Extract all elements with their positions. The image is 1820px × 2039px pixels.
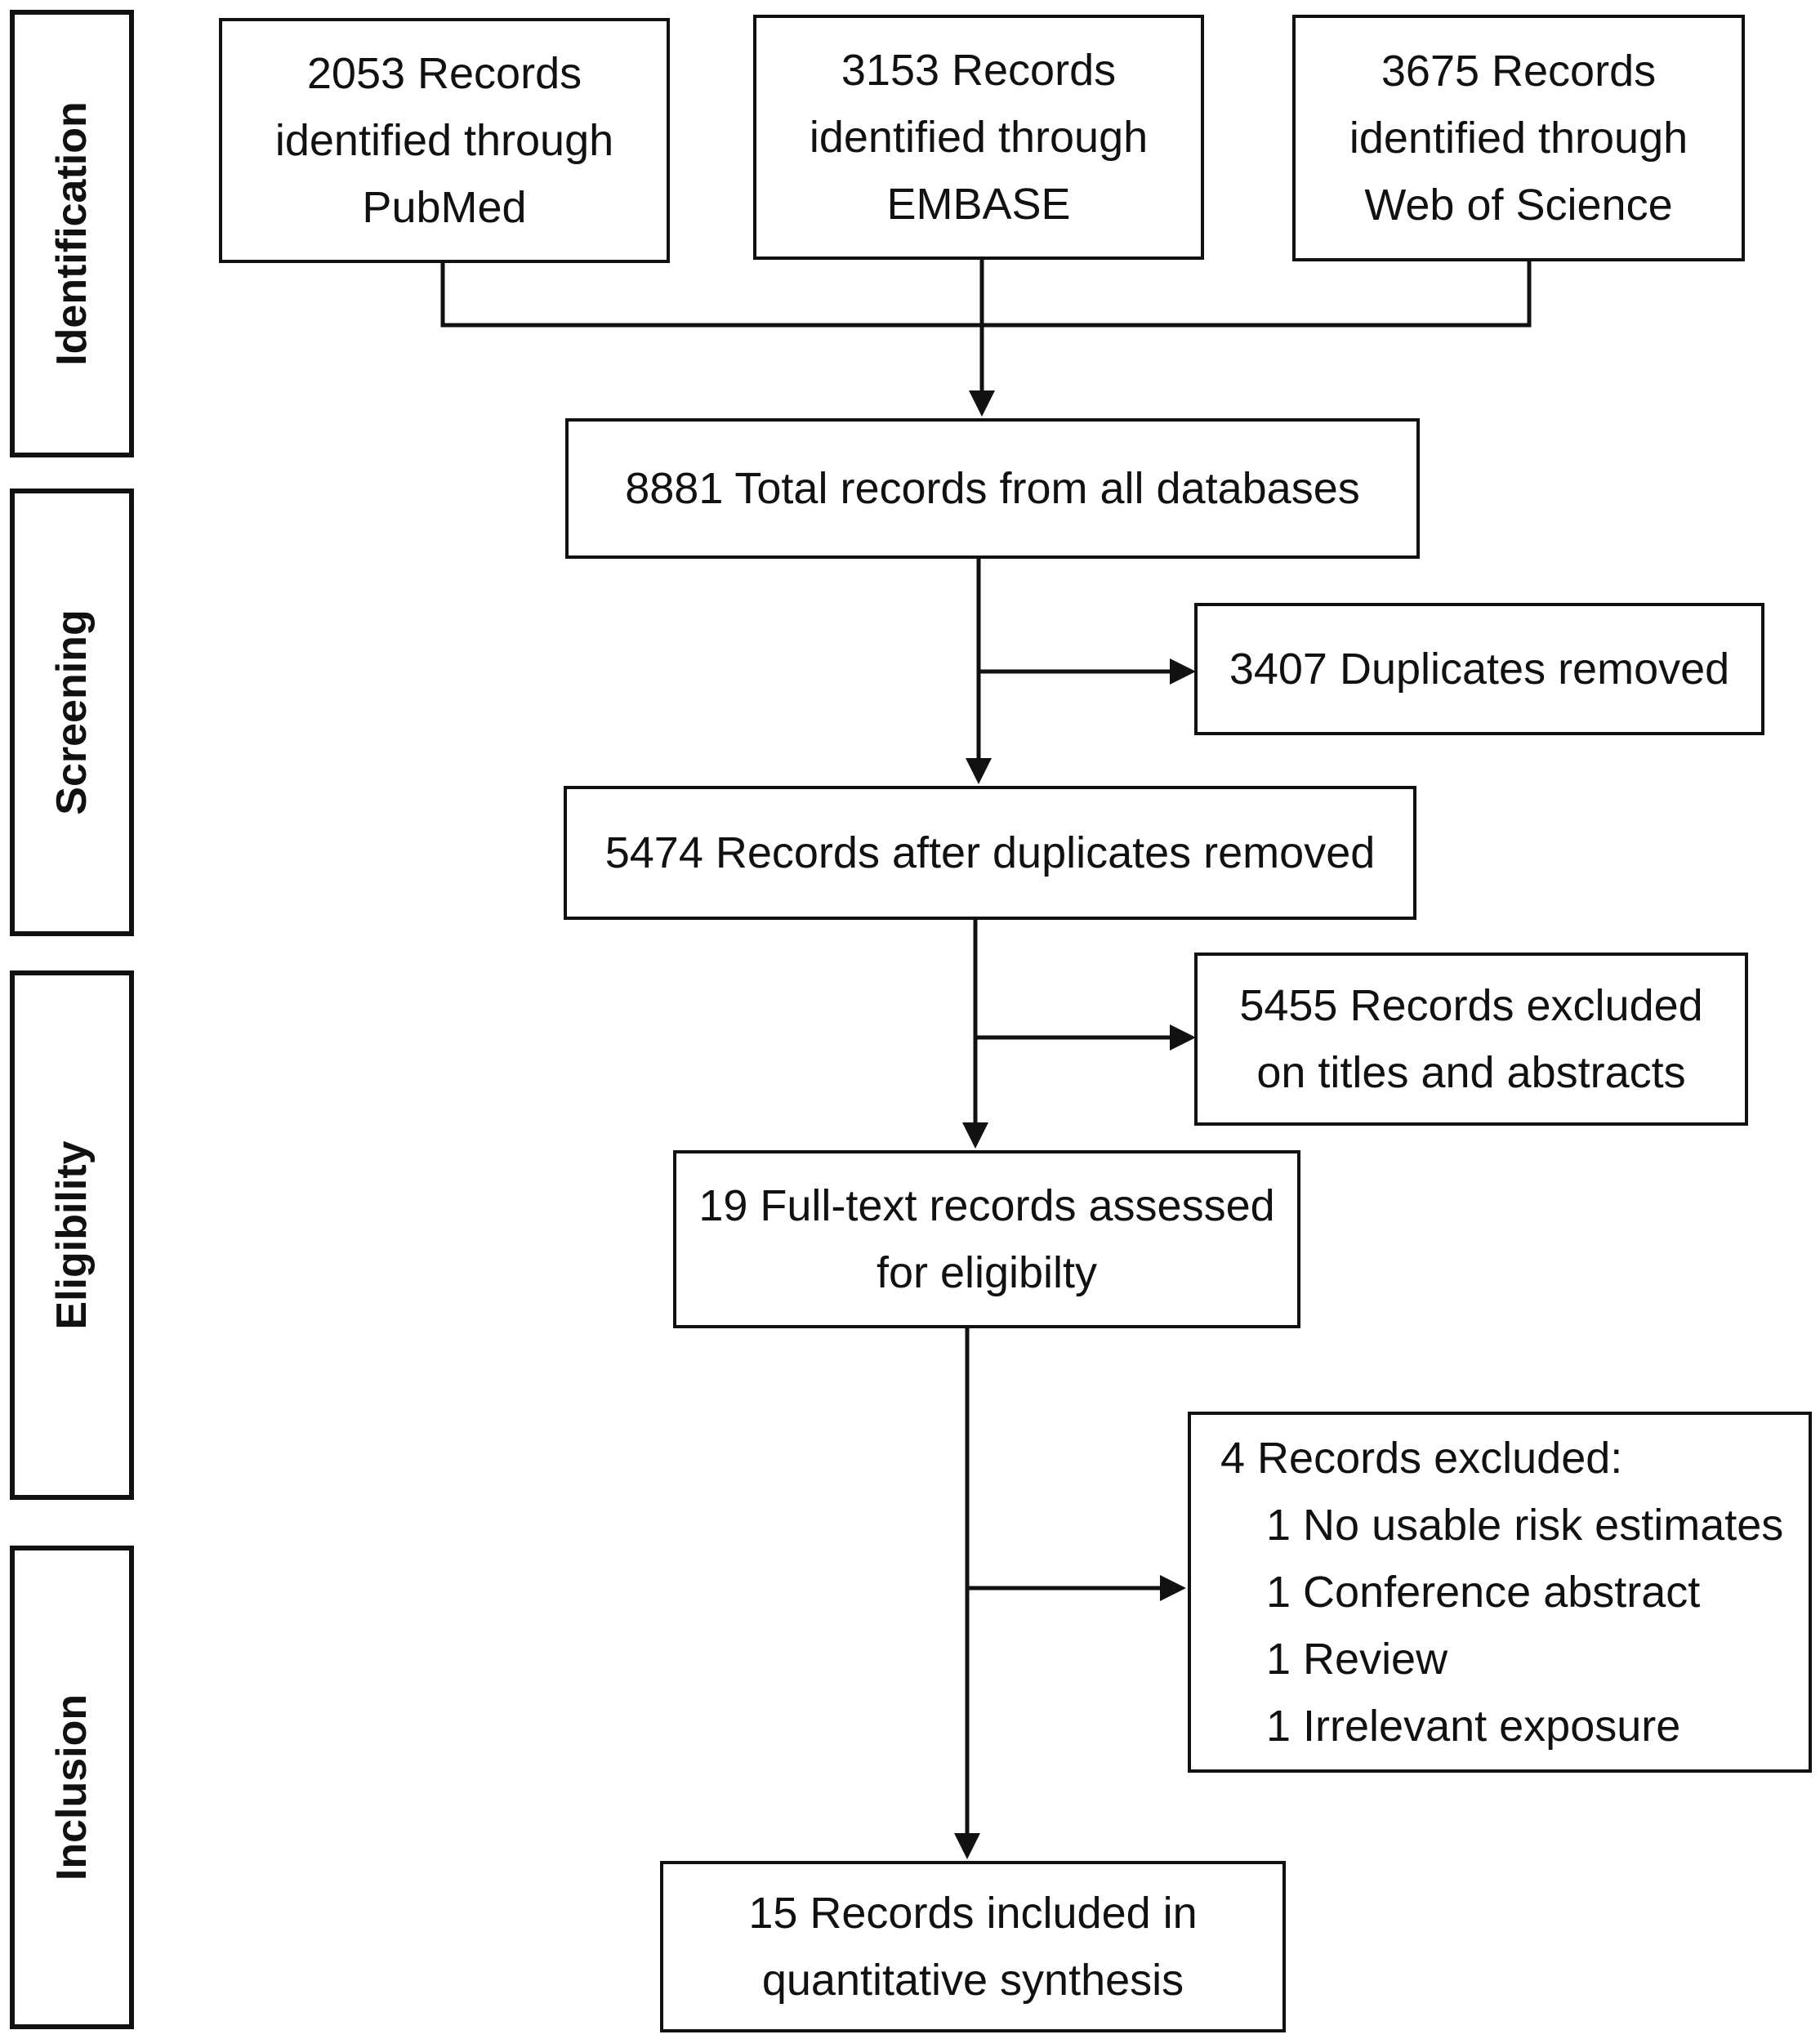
phase-label: Eligibility xyxy=(48,1140,96,1330)
box-line: identified through xyxy=(809,113,1149,162)
box-line: PubMed xyxy=(362,183,527,232)
phase-label: Inclusion xyxy=(48,1693,96,1881)
pubmed-box: 2053 Records identified through PubMed xyxy=(219,18,670,263)
box-line: Web of Science xyxy=(1364,181,1673,230)
phase-screening: Screening xyxy=(10,489,134,936)
box-line: 3675 Records xyxy=(1381,47,1657,96)
box-line: identified through xyxy=(1349,114,1688,163)
embase-box: 3153 Records identified through EMBASE xyxy=(753,15,1204,260)
box-line: on titles and abstracts xyxy=(1256,1048,1686,1097)
excluded-titles-box: 5455 Records excluded on titles and abst… xyxy=(1194,953,1748,1126)
exclusion-reason: 1 Irrelevant exposure xyxy=(1266,1702,1681,1751)
box-line: EMBASE xyxy=(886,180,1071,229)
duplicates-removed-box: 3407 Duplicates removed xyxy=(1194,603,1764,735)
box-line: 2053 Records xyxy=(306,49,582,98)
wos-box: 3675 Records identified through Web of S… xyxy=(1292,15,1745,261)
box-line: 3407 Duplicates removed xyxy=(1229,645,1730,694)
box-line: 5455 Records excluded xyxy=(1239,981,1703,1030)
included-box: 15 Records included in quantitative synt… xyxy=(660,1861,1286,2032)
exclusion-reason: 1 No usable risk estimates xyxy=(1266,1501,1784,1550)
after-duplicates-box: 5474 Records after duplicates removed xyxy=(564,786,1416,920)
box-line: quantitative synthesis xyxy=(761,1956,1184,2005)
exclusion-heading: 4 Records excluded: xyxy=(1220,1434,1623,1483)
fulltext-assessed-box: 19 Full-text records assessed for eligib… xyxy=(673,1150,1300,1328)
excluded-fulltext-box: 4 Records excluded: 1 No usable risk est… xyxy=(1188,1412,1812,1773)
box-line: 19 Full-text records assessed xyxy=(698,1181,1275,1230)
exclusion-reason: 1 Conference abstract xyxy=(1266,1568,1701,1617)
box-line: 5474 Records after duplicates removed xyxy=(604,828,1376,877)
phase-eligibility: Eligibility xyxy=(10,970,134,1500)
exclusion-reason: 1 Review xyxy=(1266,1635,1448,1684)
phase-label: Identification xyxy=(48,101,96,366)
phase-inclusion: Inclusion xyxy=(10,1546,134,2029)
phase-identification: Identification xyxy=(10,10,134,457)
box-line: 15 Records included in xyxy=(748,1889,1198,1938)
merge-line xyxy=(440,261,1532,328)
phase-label: Screening xyxy=(48,609,96,815)
total-records-box: 8881 Total records from all databases xyxy=(565,418,1420,559)
box-line: 3153 Records xyxy=(841,46,1117,95)
box-line: 8881 Total records from all databases xyxy=(625,464,1360,513)
box-line: for eligibilty xyxy=(876,1248,1098,1297)
box-line: identified through xyxy=(274,116,614,165)
